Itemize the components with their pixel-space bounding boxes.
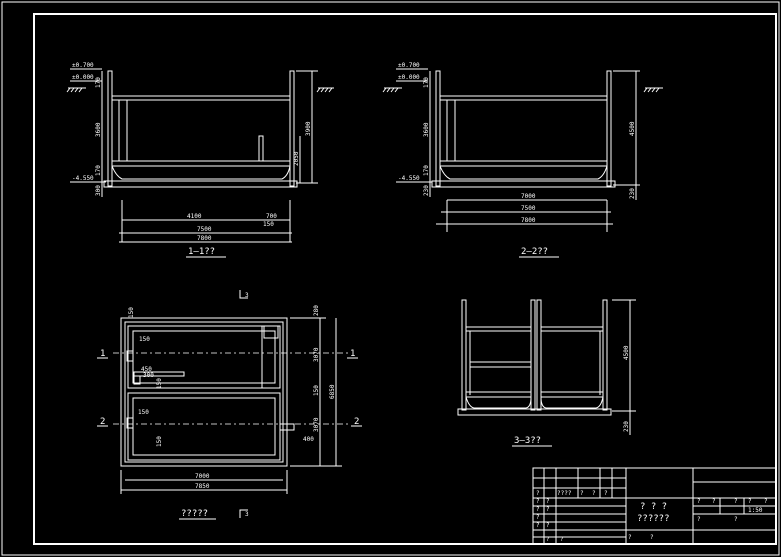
- dim-2050: 2050: [293, 151, 300, 166]
- plan-view-drawing: 1 1 2 2 3 3 150 150 450 300 150 150 150 …: [97, 290, 362, 520]
- cut-label-2-left: 2: [100, 417, 105, 427]
- dim-150: 150: [139, 336, 150, 343]
- cut-label-1-left: 1: [100, 349, 105, 359]
- dim-4100: 4100: [187, 213, 202, 220]
- dim-7500: 7500: [197, 226, 212, 233]
- title-cell: ?: [697, 498, 701, 505]
- section-2-2-drawing: ±0.700 ±0.000 -4.550 170 3600 170 230 45…: [382, 62, 663, 258]
- dim-7800: 7800: [197, 235, 212, 242]
- dim-230: 230: [423, 185, 430, 196]
- dim-450: 450: [141, 366, 152, 373]
- dim-3070: 3070: [313, 347, 320, 362]
- elev-label-bottom: -4.550: [398, 175, 420, 182]
- scale-value: 1:50: [748, 507, 763, 514]
- dim-150: 150: [156, 436, 163, 447]
- elev-label-ground: ±0.000: [72, 74, 94, 81]
- section-1-1-drawing: ±0.700 ±0.000 -4.550 170 3600 170 300 39…: [66, 62, 334, 258]
- section-mark-bottom: 3: [245, 511, 249, 518]
- dim-150: 150: [128, 307, 135, 318]
- title-left: ?: [536, 514, 540, 521]
- elev-label-top: ±0.700: [72, 62, 94, 69]
- cut-label-1-right: 1: [350, 349, 355, 359]
- elev-label-ground: ±0.000: [398, 74, 420, 81]
- title-left: ?: [546, 522, 550, 529]
- title-cell: ?: [604, 490, 608, 497]
- dim-4500: 4500: [629, 121, 636, 136]
- dim-7850: 7850: [195, 483, 210, 490]
- dim-700: 700: [266, 213, 277, 220]
- drawing-name-2: ??????: [637, 514, 670, 524]
- dim-6850: 6850: [329, 384, 336, 399]
- dim-230: 230: [623, 421, 630, 432]
- inner-frame: [33, 13, 777, 545]
- dim-3070: 3070: [313, 417, 320, 432]
- plan-title: ?????: [181, 509, 208, 519]
- section-3-title: 3—3??: [514, 436, 541, 446]
- dim-170: 170: [423, 77, 430, 88]
- section-mark-top: 3: [245, 292, 249, 299]
- dim-150: 150: [263, 221, 274, 228]
- dim-280: 280: [313, 305, 320, 316]
- dim-3600: 3600: [423, 122, 430, 137]
- title-block: ???? ? ? ? ? ? ? ? ? ? ? ? ? ? ? ? ? ???…: [532, 467, 777, 545]
- title-cell: ?: [734, 516, 738, 523]
- title-cell: ?: [712, 498, 716, 505]
- title-left: ?: [546, 506, 550, 513]
- title-cell: ?: [580, 490, 584, 497]
- signature: ?: [650, 534, 654, 541]
- dim-7000: 7000: [195, 473, 210, 480]
- title-cell: ?: [697, 516, 701, 523]
- dim-170b: 170: [95, 165, 102, 176]
- title-cell: ?: [734, 498, 738, 505]
- dim-3600: 3600: [95, 122, 102, 137]
- signature: ?: [628, 534, 632, 541]
- dim-7800: 7800: [521, 217, 536, 224]
- drawing-name: ? ? ?: [640, 502, 667, 512]
- section-2-title: 2—2??: [521, 247, 548, 257]
- dim-300: 300: [95, 185, 102, 196]
- title-row-label: ????: [557, 490, 572, 497]
- title-left: ?: [546, 498, 550, 505]
- dim-300: 300: [143, 372, 154, 379]
- dim-150: 150: [138, 409, 149, 416]
- elev-label-top: ±0.700: [398, 62, 420, 69]
- title-cell: ?: [764, 498, 768, 505]
- dim-7500: 7500: [521, 205, 536, 212]
- elev-label-bottom: -4.550: [72, 175, 94, 182]
- dim-230r: 230: [629, 188, 636, 199]
- dim-170: 170: [95, 77, 102, 88]
- title-left: ?: [536, 506, 540, 513]
- dim-3900: 3900: [305, 121, 312, 136]
- dim-4500: 4500: [623, 345, 630, 360]
- title-bottom: ?: [546, 536, 550, 543]
- title-cell: ?: [592, 490, 596, 497]
- title-bottom: ?: [560, 536, 564, 543]
- dim-150: 150: [313, 385, 320, 396]
- dim-400: 400: [303, 436, 314, 443]
- section-1-title: 1—1??: [188, 247, 215, 257]
- title-left: ?: [536, 490, 540, 497]
- title-cell: ?: [748, 498, 752, 505]
- dim-7000: 7000: [521, 193, 536, 200]
- dim-150: 150: [156, 378, 163, 389]
- title-left: ?: [536, 498, 540, 505]
- title-left: ?: [536, 522, 540, 529]
- cut-label-2-right: 2: [354, 417, 359, 427]
- section-3-3-drawing: 4500 230 3—3??: [457, 299, 636, 447]
- dim-170b: 170: [423, 165, 430, 176]
